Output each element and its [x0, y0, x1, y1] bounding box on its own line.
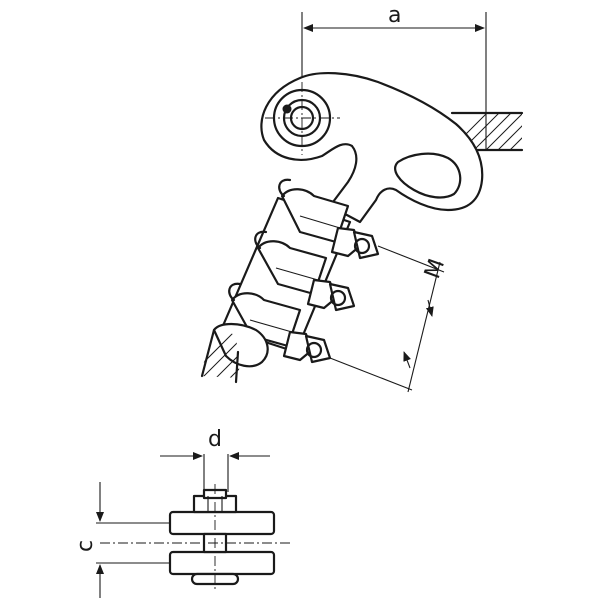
busbar-section — [450, 111, 524, 152]
dimension-c: c — [73, 482, 170, 598]
lower-plate — [168, 550, 276, 576]
dimension-m-label: M — [420, 256, 450, 282]
dimension-d-label: d — [208, 427, 222, 452]
clamp-side-view: a — [200, 3, 524, 393]
dimension-a: a — [301, 3, 487, 150]
clamp-body — [212, 178, 380, 368]
upper-plate — [168, 510, 276, 536]
bolt-1 — [330, 226, 380, 260]
hook-slot — [394, 152, 462, 199]
cable-saddle — [212, 322, 269, 368]
bolt-3 — [282, 330, 332, 364]
pivot-eye — [265, 82, 340, 155]
dimension-a-label: a — [388, 3, 401, 28]
dimension-m: M — [329, 245, 450, 393]
dimension-d: d — [160, 427, 270, 492]
hook-body — [260, 71, 484, 224]
dimension-c-label: c — [73, 540, 98, 552]
bolt-section-view: d c — [73, 427, 290, 598]
bolt-2 — [306, 278, 356, 312]
